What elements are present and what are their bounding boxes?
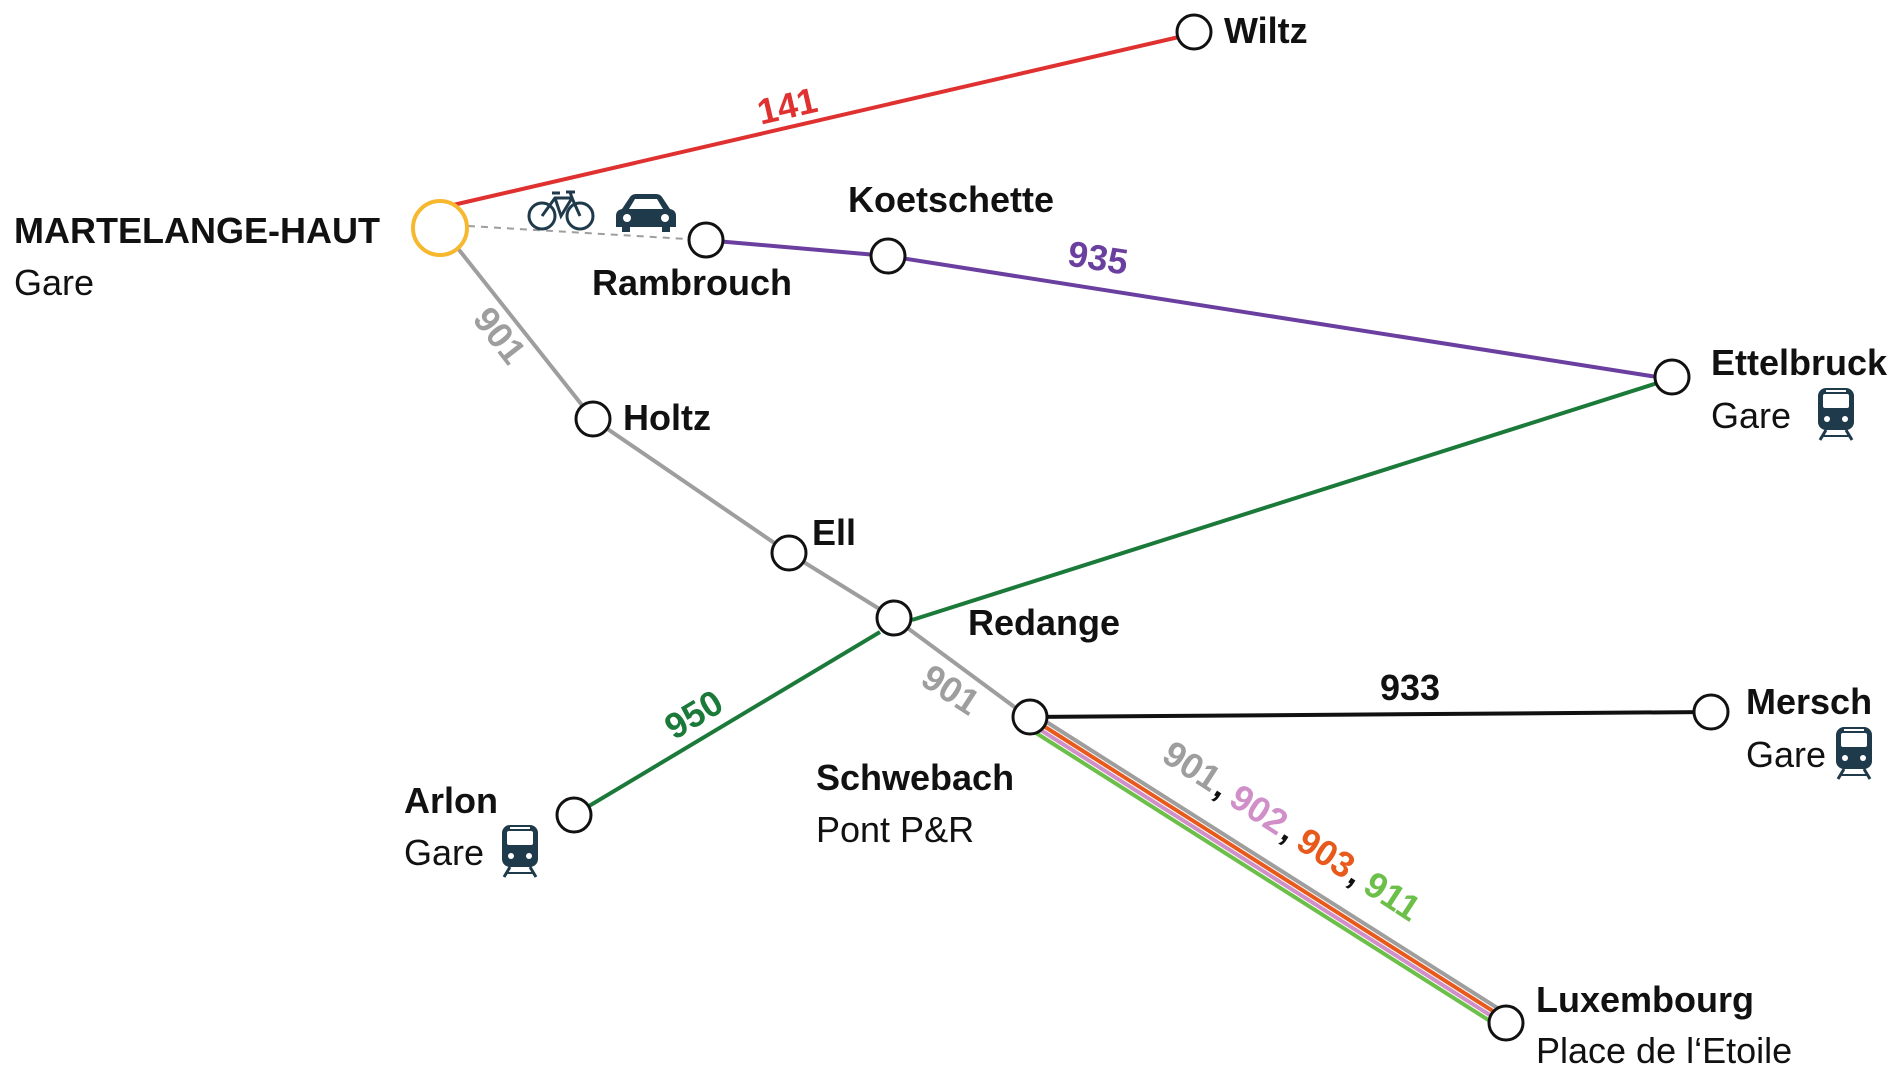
stop-ell[interactable] — [770, 534, 808, 572]
route-label-901-redange: 901 — [914, 656, 987, 723]
stop-name-schwebach: Schwebach — [816, 757, 1014, 798]
stop-name-ettelbruck: Ettelbruck — [1711, 342, 1888, 383]
stop-name-rambrouch: Rambrouch — [592, 262, 792, 303]
route-line-901-trunk — [1032, 712, 1512, 1018]
stop-sub-mersch: Gare — [1746, 734, 1826, 775]
stop-sub-schwebach: Pont P&R — [816, 809, 974, 850]
train-icon — [502, 825, 538, 878]
stop-luxembourg[interactable] — [1487, 1004, 1525, 1042]
route-label-911-bundle: 911 — [1357, 863, 1428, 929]
route-line-950-arlon — [572, 630, 882, 817]
route-line-903-trunk — [1029, 716, 1509, 1022]
stop-arlon[interactable] — [555, 796, 593, 834]
stop-name-holtz: Holtz — [623, 397, 711, 438]
route-line-950-ettelbruck — [911, 377, 1671, 622]
route-label-950: 950 — [657, 681, 730, 747]
stop-name-wiltz: Wiltz — [1224, 10, 1308, 51]
stop-sub-ettelbruck: Gare — [1711, 395, 1791, 436]
train-icon — [1836, 727, 1872, 780]
stop-koetschette[interactable] — [869, 237, 907, 275]
stop-rambrouch[interactable] — [687, 221, 725, 259]
car-icon — [616, 194, 676, 232]
stop-name-martelange: MARTELANGE-HAUT — [14, 210, 380, 251]
trunk-bundle — [1023, 712, 1512, 1030]
stop-name-arlon: Arlon — [404, 780, 498, 821]
route-label-935: 935 — [1065, 233, 1131, 283]
stop-sub-martelange: Gare — [14, 262, 94, 303]
stop-sub-arlon: Gare — [404, 832, 484, 873]
stop-name-redange: Redange — [968, 602, 1120, 643]
route-line-141 — [439, 32, 1193, 210]
route-line-911-trunk — [1023, 724, 1503, 1030]
walk-connector — [467, 225, 705, 241]
route-line-933 — [1027, 710, 1712, 719]
route-line-935 — [703, 238, 1671, 381]
route-label-141: 141 — [753, 79, 821, 132]
route-line-902-trunk — [1026, 720, 1506, 1026]
route-label-901-north: 901 — [465, 299, 534, 372]
stop-schwebach[interactable] — [1011, 698, 1049, 736]
stop-mersch[interactable] — [1692, 693, 1730, 731]
stop-name-mersch: Mersch — [1746, 681, 1872, 722]
stop-sub-luxembourg: Place de l‘Etoile — [1536, 1030, 1792, 1069]
bicycle-icon — [527, 190, 595, 231]
stop-name-koetschette: Koetschette — [848, 179, 1054, 220]
stop-martelange[interactable] — [411, 199, 469, 257]
route-line-901-north — [454, 244, 1030, 719]
stop-holtz[interactable] — [574, 400, 612, 438]
route-label-933: 933 — [1380, 667, 1440, 708]
stop-name-ell: Ell — [812, 512, 856, 553]
stop-ettelbruck[interactable] — [1653, 358, 1691, 396]
stop-name-luxembourg: Luxembourg — [1536, 979, 1754, 1020]
stop-wiltz[interactable] — [1175, 13, 1213, 51]
stop-redange[interactable] — [875, 599, 913, 637]
train-icon — [1818, 388, 1854, 441]
